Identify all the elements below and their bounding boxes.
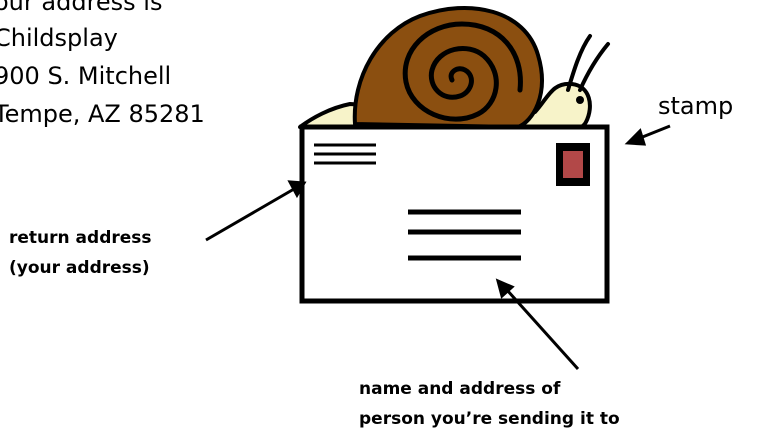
return-address-lines — [314, 143, 376, 165]
snail-eye — [576, 96, 584, 104]
recipient-label: name and address of — [359, 379, 561, 399]
address-intro: our address is — [0, 0, 163, 16]
address-street: 900 S. Mitchell — [0, 62, 172, 90]
arrow-recipient — [495, 278, 580, 371]
snail-antenna-left — [566, 34, 592, 92]
arrow-stamp — [624, 124, 671, 146]
arrow-return-address — [205, 180, 307, 242]
shell-spiral — [402, 21, 523, 122]
return-address-label: return address — [9, 228, 152, 248]
address-name: Childsplay — [0, 24, 118, 52]
snail-antenna-right — [578, 42, 610, 92]
stamp-fill — [563, 151, 583, 178]
stamp-label: stamp — [658, 92, 734, 120]
address-city: Tempe, AZ 85281 — [0, 100, 205, 128]
recipient-address-lines — [408, 209, 521, 261]
return-address-sublabel: (your address) — [9, 258, 150, 278]
recipient-sublabel: person you’re sending it to — [359, 409, 620, 429]
